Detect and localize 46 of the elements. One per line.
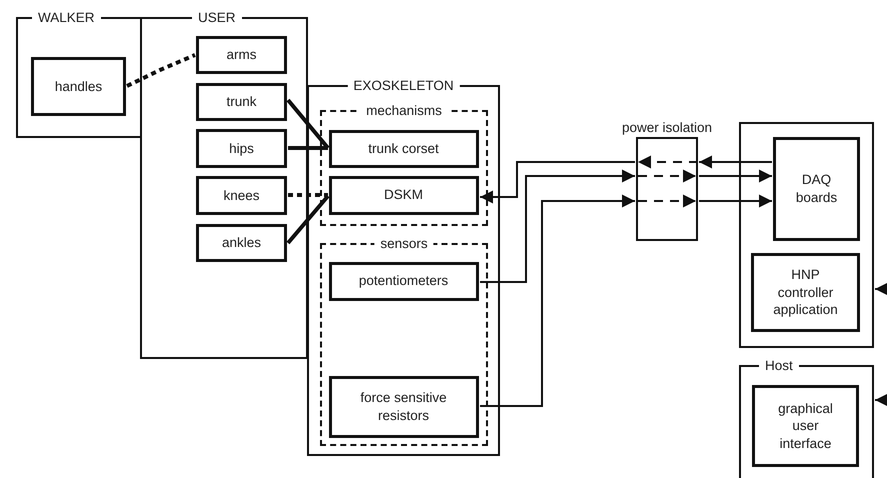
box-label: trunk corset: [367, 140, 440, 158]
process-box: [196, 176, 287, 215]
process-box: [773, 137, 860, 241]
process-box: [31, 57, 126, 116]
arrow: [480, 161, 635, 204]
arrow: [699, 170, 772, 182]
box-label: arms: [226, 46, 258, 64]
connector-line: [288, 146, 328, 150]
process-box: [328, 262, 478, 300]
process-box: [752, 385, 859, 467]
box-label: DSKM: [382, 186, 424, 204]
process-box: [196, 36, 287, 74]
arrow: [875, 282, 887, 296]
box-label: trunk: [225, 93, 258, 111]
process-box: [328, 130, 478, 168]
box-label: force sensitive resistors: [359, 388, 448, 424]
box-label: hips: [228, 140, 255, 158]
box-label: ankles: [220, 234, 262, 252]
box-label: handles: [54, 78, 104, 96]
arrow: [699, 194, 772, 208]
arrow: [699, 156, 772, 168]
connector-line: [126, 53, 196, 88]
connector-line: [288, 193, 328, 197]
box-label: DAQ boards: [794, 171, 838, 207]
process-box: [196, 129, 287, 168]
arrow: [480, 194, 635, 407]
group-title: mechanisms: [360, 103, 448, 118]
box-label: HNP controller application: [772, 266, 839, 319]
group-title: USER: [192, 10, 242, 25]
box-label: knees: [222, 186, 261, 204]
group-title: WALKER: [32, 10, 101, 25]
group-title: Host: [759, 358, 799, 373]
group-frame: [739, 122, 874, 348]
connector-line: [286, 194, 330, 244]
arrow: [875, 394, 887, 406]
arrow: [480, 170, 635, 283]
process-box: [751, 253, 860, 332]
group-title: EXOSKELETON: [347, 78, 460, 93]
box-heading: power isolation: [620, 120, 714, 136]
process-box: [196, 224, 287, 262]
box-label: graphical user interface: [777, 400, 834, 452]
box-label: potentiometers: [358, 272, 450, 290]
process-box: [196, 83, 287, 121]
process-box: [328, 376, 478, 438]
process-box: [328, 176, 478, 214]
connector-line: [286, 98, 330, 150]
